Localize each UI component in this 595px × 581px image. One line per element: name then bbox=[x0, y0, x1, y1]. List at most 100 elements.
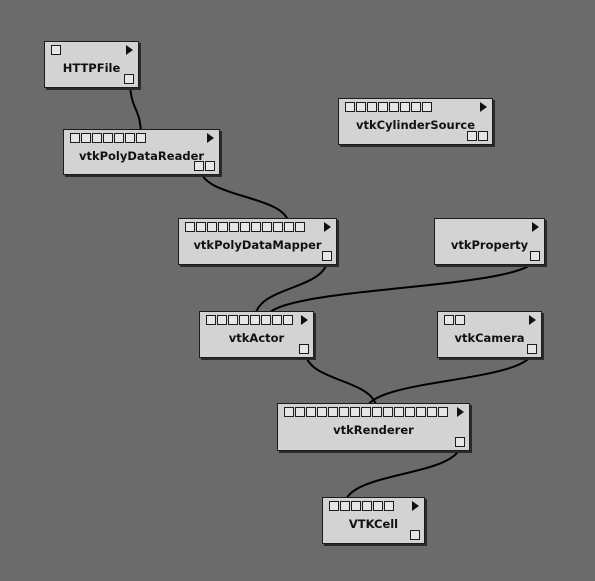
connection-actor-to-renderer[interactable] bbox=[304, 349, 378, 412]
output-port[interactable] bbox=[467, 131, 477, 141]
connection-property-to-actor[interactable] bbox=[265, 256, 537, 320]
input-port[interactable] bbox=[306, 407, 316, 417]
play-arrow-icon[interactable] bbox=[457, 407, 464, 417]
input-port[interactable] bbox=[389, 102, 399, 112]
input-port[interactable] bbox=[240, 222, 250, 232]
input-port[interactable] bbox=[217, 315, 227, 325]
module-httpfile[interactable]: HTTPFile bbox=[44, 41, 139, 88]
input-port[interactable] bbox=[81, 133, 91, 143]
input-port[interactable] bbox=[261, 315, 271, 325]
module-renderer[interactable]: vtkRenderer bbox=[277, 403, 470, 451]
input-port[interactable] bbox=[196, 222, 206, 232]
play-arrow-icon[interactable] bbox=[324, 222, 331, 232]
input-port[interactable] bbox=[356, 102, 366, 112]
input-port[interactable] bbox=[229, 222, 239, 232]
input-port[interactable] bbox=[329, 501, 339, 511]
input-port[interactable] bbox=[383, 407, 393, 417]
input-ports bbox=[345, 102, 432, 112]
input-port[interactable] bbox=[136, 133, 146, 143]
input-port[interactable] bbox=[251, 222, 261, 232]
connection-renderer-to-cell[interactable] bbox=[344, 442, 462, 506]
module-actor[interactable]: vtkActor bbox=[199, 311, 314, 358]
input-port[interactable] bbox=[262, 222, 272, 232]
input-port[interactable] bbox=[416, 407, 426, 417]
module-cylinder[interactable]: vtkCylinderSource bbox=[338, 98, 493, 145]
output-ports bbox=[194, 161, 215, 171]
connection-reader-to-mapper[interactable] bbox=[199, 166, 290, 227]
input-port[interactable] bbox=[283, 315, 293, 325]
input-port[interactable] bbox=[295, 407, 305, 417]
module-property[interactable]: vtkProperty bbox=[434, 218, 545, 265]
input-port[interactable] bbox=[317, 407, 327, 417]
input-port[interactable] bbox=[438, 407, 448, 417]
input-port[interactable] bbox=[384, 501, 394, 511]
input-port[interactable] bbox=[250, 315, 260, 325]
input-port[interactable] bbox=[444, 315, 454, 325]
input-port[interactable] bbox=[372, 407, 382, 417]
input-port[interactable] bbox=[185, 222, 195, 232]
input-port[interactable] bbox=[340, 501, 350, 511]
input-port[interactable] bbox=[350, 407, 360, 417]
output-port[interactable] bbox=[530, 251, 540, 261]
output-ports bbox=[527, 344, 537, 354]
input-port[interactable] bbox=[92, 133, 102, 143]
output-port[interactable] bbox=[124, 74, 134, 84]
input-port[interactable] bbox=[422, 102, 432, 112]
play-arrow-icon[interactable] bbox=[412, 501, 419, 511]
input-port[interactable] bbox=[218, 222, 228, 232]
module-mapper[interactable]: vtkPolyDataMapper bbox=[178, 218, 337, 265]
connection-mapper-to-actor[interactable] bbox=[254, 256, 329, 320]
input-port[interactable] bbox=[284, 407, 294, 417]
input-port[interactable] bbox=[272, 315, 282, 325]
output-port[interactable] bbox=[205, 161, 215, 171]
input-port[interactable] bbox=[239, 315, 249, 325]
input-port[interactable] bbox=[295, 222, 305, 232]
module-label: vtkRenderer bbox=[333, 423, 414, 437]
input-port[interactable] bbox=[339, 407, 349, 417]
input-port[interactable] bbox=[51, 45, 61, 55]
play-arrow-icon[interactable] bbox=[207, 133, 214, 143]
input-port[interactable] bbox=[206, 315, 216, 325]
input-port[interactable] bbox=[103, 133, 113, 143]
input-port[interactable] bbox=[378, 102, 388, 112]
input-port[interactable] bbox=[125, 133, 135, 143]
input-port[interactable] bbox=[361, 407, 371, 417]
input-port[interactable] bbox=[362, 501, 372, 511]
input-port[interactable] bbox=[328, 407, 338, 417]
play-arrow-icon[interactable] bbox=[126, 45, 133, 55]
output-port[interactable] bbox=[527, 344, 537, 354]
play-arrow-icon[interactable] bbox=[529, 315, 536, 325]
output-port[interactable] bbox=[299, 344, 309, 354]
output-port[interactable] bbox=[410, 530, 420, 540]
input-port[interactable] bbox=[394, 407, 404, 417]
output-ports bbox=[124, 74, 134, 84]
input-port[interactable] bbox=[207, 222, 217, 232]
input-port[interactable] bbox=[411, 102, 421, 112]
input-port[interactable] bbox=[351, 501, 361, 511]
input-port[interactable] bbox=[455, 315, 465, 325]
module-label: vtkPolyDataReader bbox=[78, 149, 205, 163]
output-port[interactable] bbox=[194, 161, 204, 171]
output-port[interactable] bbox=[478, 131, 488, 141]
output-port[interactable] bbox=[322, 251, 332, 261]
input-port[interactable] bbox=[114, 133, 124, 143]
play-arrow-icon[interactable] bbox=[301, 315, 308, 325]
input-port[interactable] bbox=[345, 102, 355, 112]
play-arrow-icon[interactable] bbox=[532, 222, 539, 232]
input-port[interactable] bbox=[228, 315, 238, 325]
module-cell[interactable]: VTKCell bbox=[322, 497, 425, 544]
output-port[interactable] bbox=[455, 437, 465, 447]
play-arrow-icon[interactable] bbox=[480, 102, 487, 112]
input-port[interactable] bbox=[273, 222, 283, 232]
module-reader[interactable]: vtkPolyDataReader bbox=[63, 129, 220, 175]
input-port[interactable] bbox=[373, 501, 383, 511]
input-port[interactable] bbox=[70, 133, 80, 143]
connection-camera-to-renderer[interactable] bbox=[365, 349, 534, 412]
module-camera[interactable]: vtkCamera bbox=[437, 311, 542, 358]
input-port[interactable] bbox=[427, 407, 437, 417]
input-port[interactable] bbox=[367, 102, 377, 112]
input-port[interactable] bbox=[284, 222, 294, 232]
input-port[interactable] bbox=[405, 407, 415, 417]
input-port[interactable] bbox=[400, 102, 410, 112]
